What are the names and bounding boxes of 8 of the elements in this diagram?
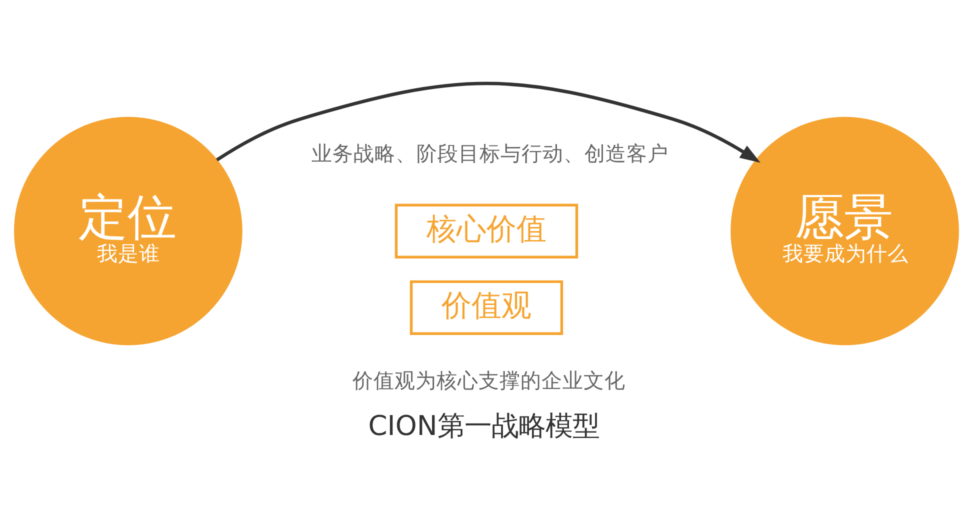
caption: CION第一战略模型 <box>368 410 600 442</box>
node-circle: 定位 我是谁 <box>14 116 242 345</box>
arrow <box>216 81 760 162</box>
label: 业务战略、阶段目标与行动、创造客户 <box>311 141 668 166</box>
node-box: 价值观 <box>410 280 564 335</box>
node-box: 核心价值 <box>394 203 578 258</box>
node-circle: 愿景 我要成为什么 <box>730 116 959 345</box>
label: 价值观为核心支撑的企业文化 <box>352 368 626 392</box>
